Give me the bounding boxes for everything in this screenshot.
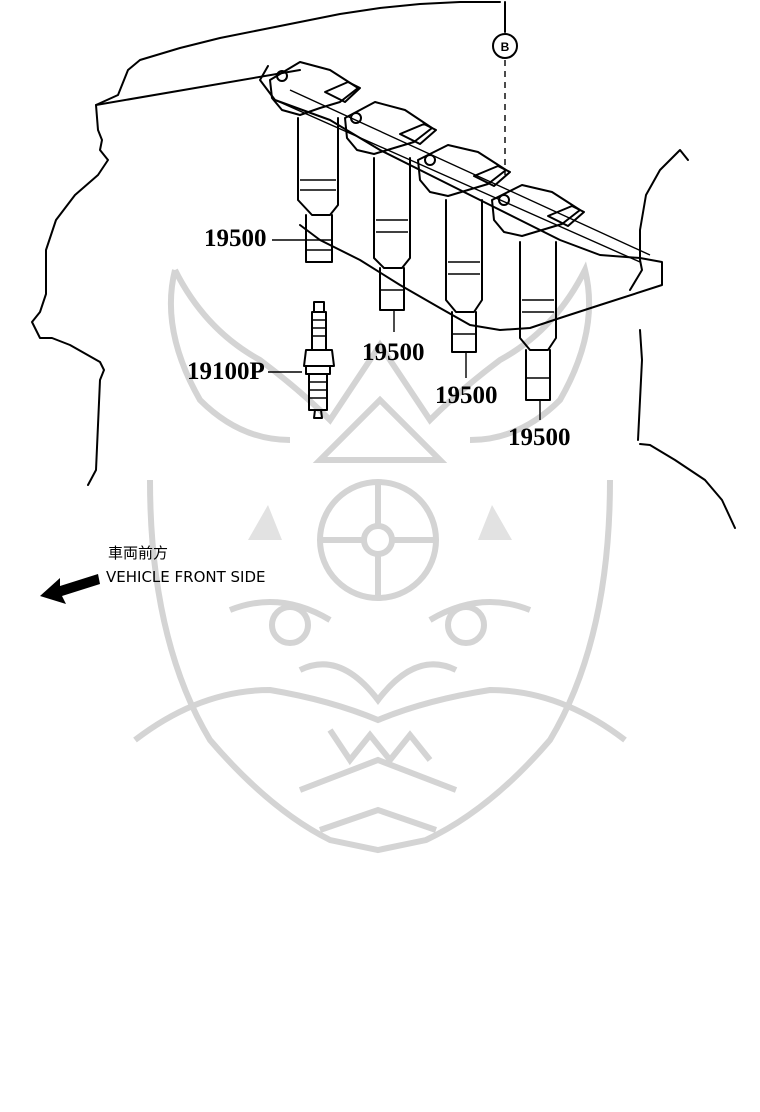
watermark-mask-icon [133, 261, 627, 854]
part-label-19500-coil-1[interactable]: 19500 [204, 225, 267, 252]
ignition-coil-2 [344, 101, 437, 311]
callout-b-letter: B [501, 40, 510, 54]
leader-lines [268, 239, 541, 420]
callout-b: B [492, 1, 518, 175]
ignition-coil-3 [417, 144, 511, 353]
direction-label-en: VEHICLE FRONT SIDE [106, 568, 266, 586]
part-label-19500-coil-3[interactable]: 19500 [435, 382, 498, 409]
direction-label-jp: 車両前方 [108, 544, 168, 562]
spark-plug [303, 301, 335, 419]
ignition-coil-1 [269, 61, 361, 263]
vehicle-front-indicator: 車両前方 VEHICLE FRONT SIDE [40, 544, 266, 604]
part-label-19500-coil-4[interactable]: 19500 [508, 424, 571, 451]
part-label-19500-coil-2[interactable]: 19500 [362, 339, 425, 366]
direction-arrow-icon [40, 574, 100, 604]
engine-block-outline [31, 1, 736, 529]
ignition-coil-4 [491, 184, 585, 401]
cylinder-head-cover [259, 65, 663, 331]
part-label-19100p-spark-plug[interactable]: 19100P [187, 358, 265, 385]
